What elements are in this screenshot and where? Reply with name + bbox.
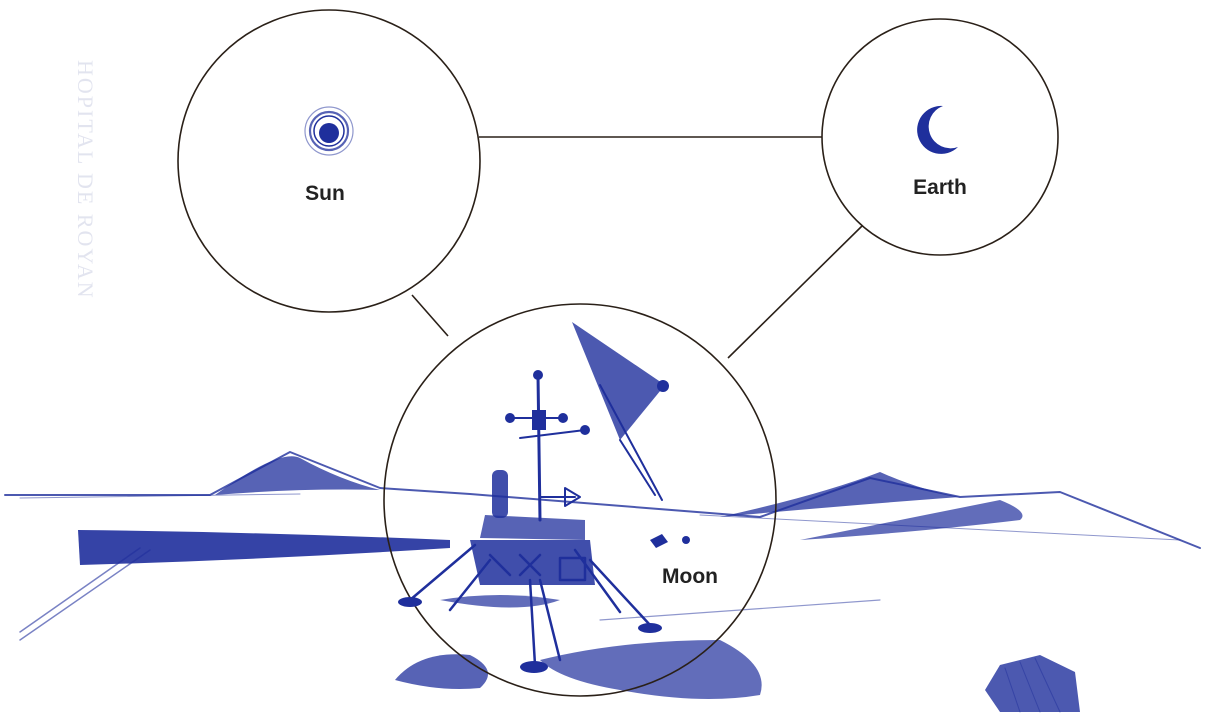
edge-earth-moon [728, 226, 862, 358]
moon-circle [384, 304, 776, 696]
moon-node: Moon [384, 304, 776, 696]
moon-label: Moon [662, 565, 718, 588]
small-probe-icon [650, 534, 690, 548]
sun-label: Sun [305, 182, 345, 205]
earth-node: Earth [822, 19, 1058, 255]
earth-label: Earth [913, 176, 967, 199]
sun-node: Sun [178, 10, 480, 312]
lunar-lander-icon [398, 322, 669, 673]
lunar-landscape [5, 452, 1200, 712]
edge-sun-moon [412, 295, 448, 336]
watermark-text: HOPITAL DE ROYAN [73, 60, 98, 300]
watermark-letterhead: HOPITAL DE ROYAN [73, 60, 98, 300]
